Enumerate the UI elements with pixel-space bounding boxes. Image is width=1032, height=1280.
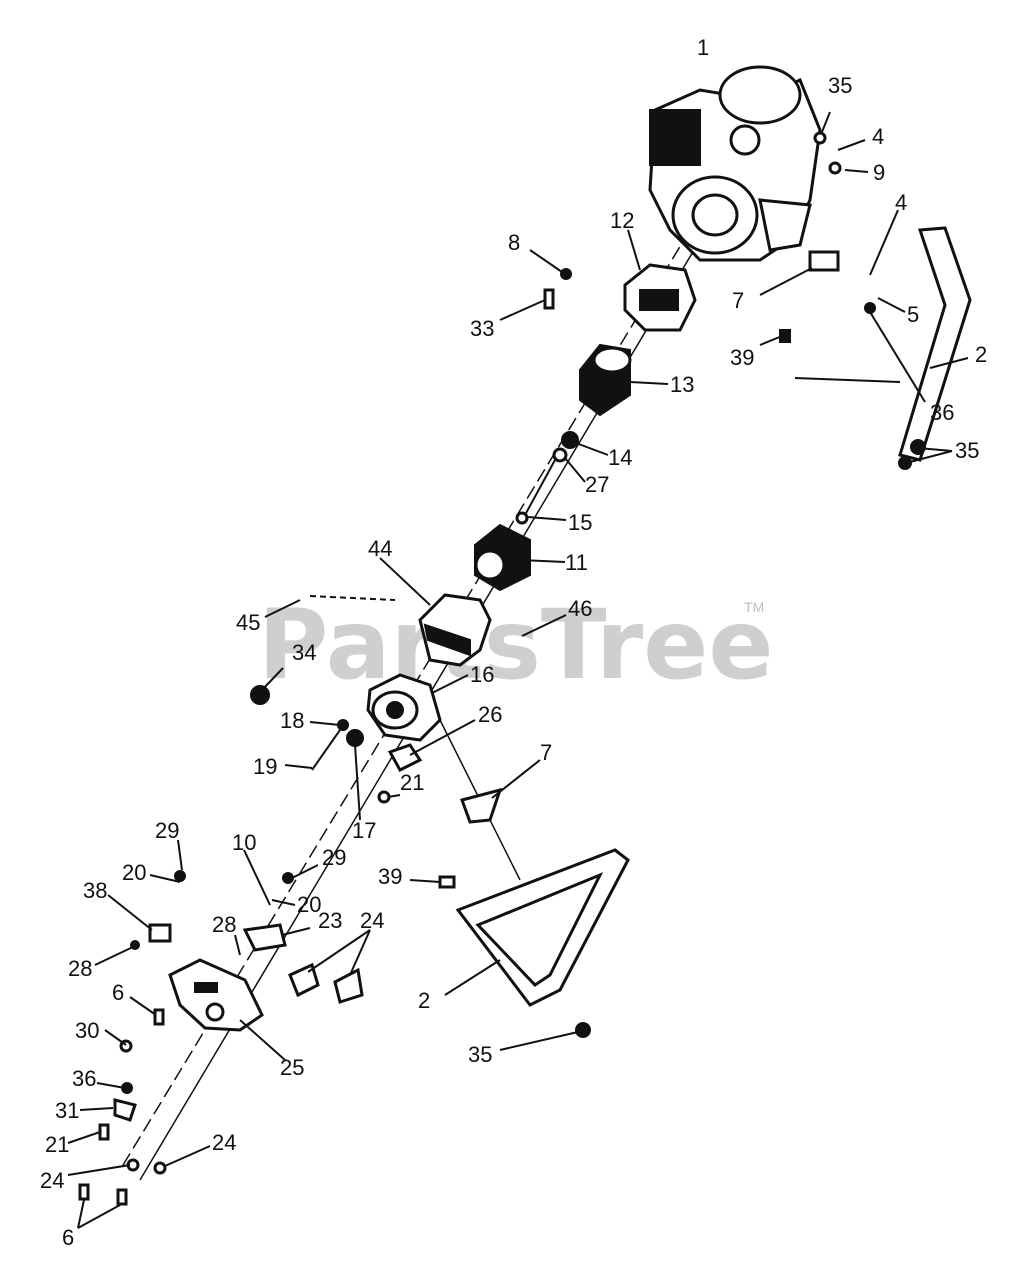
callout-6: 6 [112, 980, 124, 1005]
shaft-assembly [515, 431, 579, 525]
callout-20: 20 [297, 892, 321, 917]
callout-34: 34 [292, 640, 316, 665]
callout-25: 25 [280, 1055, 304, 1080]
callout-36: 36 [930, 400, 954, 425]
callout-4: 4 [895, 190, 907, 215]
callout-9: 9 [873, 160, 885, 185]
callout-2: 2 [418, 988, 430, 1013]
leader-lines [67, 111, 969, 1229]
callout-26: 26 [478, 702, 502, 727]
callout-21: 21 [45, 1132, 69, 1157]
callout-35: 35 [955, 438, 979, 463]
callout-10: 10 [232, 830, 256, 855]
callout-28: 28 [68, 956, 92, 981]
callout-39: 39 [730, 345, 754, 370]
callout-30: 30 [75, 1018, 99, 1043]
callout-5: 5 [907, 302, 919, 327]
callout-16: 16 [470, 662, 494, 687]
callout-2: 2 [975, 342, 987, 367]
callout-14: 14 [608, 445, 632, 470]
callout-11: 11 [565, 550, 588, 575]
gear-case-part [366, 673, 442, 742]
callout-12: 12 [610, 208, 634, 233]
callout-7: 7 [732, 288, 744, 313]
callout-29: 29 [322, 845, 346, 870]
callout-24: 24 [360, 908, 384, 933]
callout-4: 4 [872, 124, 884, 149]
callout-35: 35 [828, 73, 852, 98]
callout-46: 46 [568, 596, 592, 621]
callout-18: 18 [280, 708, 304, 733]
sleeve-part [418, 593, 492, 667]
callout-36: 36 [72, 1066, 96, 1091]
callout-38: 38 [83, 878, 107, 903]
callout-28: 28 [212, 912, 236, 937]
callout-13: 13 [670, 372, 694, 397]
callout-20: 20 [122, 860, 146, 885]
base-plate-part [168, 958, 264, 1032]
callout-39: 39 [378, 864, 402, 889]
callout-44: 44 [368, 536, 392, 561]
callout-45: 45 [236, 610, 260, 635]
callout-19: 19 [253, 754, 277, 779]
callout-15: 15 [568, 510, 592, 535]
callout-24: 24 [40, 1168, 64, 1193]
clutch-housing-part [623, 263, 697, 332]
callout-33: 33 [470, 316, 494, 341]
callout-27: 27 [585, 472, 609, 497]
callout-24: 24 [212, 1130, 236, 1155]
engine-part [648, 65, 822, 262]
callout-23: 23 [318, 908, 342, 933]
drive-gear-part [579, 343, 632, 417]
callout-8: 8 [508, 230, 520, 255]
callout-31: 31 [55, 1098, 79, 1123]
callout-29: 29 [155, 818, 179, 843]
watermark-trademark: TM [744, 599, 764, 615]
callout-35: 35 [468, 1042, 492, 1067]
bearing-part [474, 523, 531, 592]
handle-frame-lower [455, 848, 630, 1007]
watermark: PartsTree [258, 589, 773, 701]
callout-6: 6 [62, 1225, 74, 1250]
callout-17: 17 [352, 818, 376, 843]
callout-21: 21 [400, 770, 424, 795]
callout-7: 7 [540, 740, 552, 765]
callout-1: 1 [697, 35, 709, 60]
callout-labels: 1 35 4 9 4 8 12 33 7 5 39 2 13 36 35 14 … [40, 35, 987, 1250]
hardware-fasteners [78, 131, 926, 1206]
